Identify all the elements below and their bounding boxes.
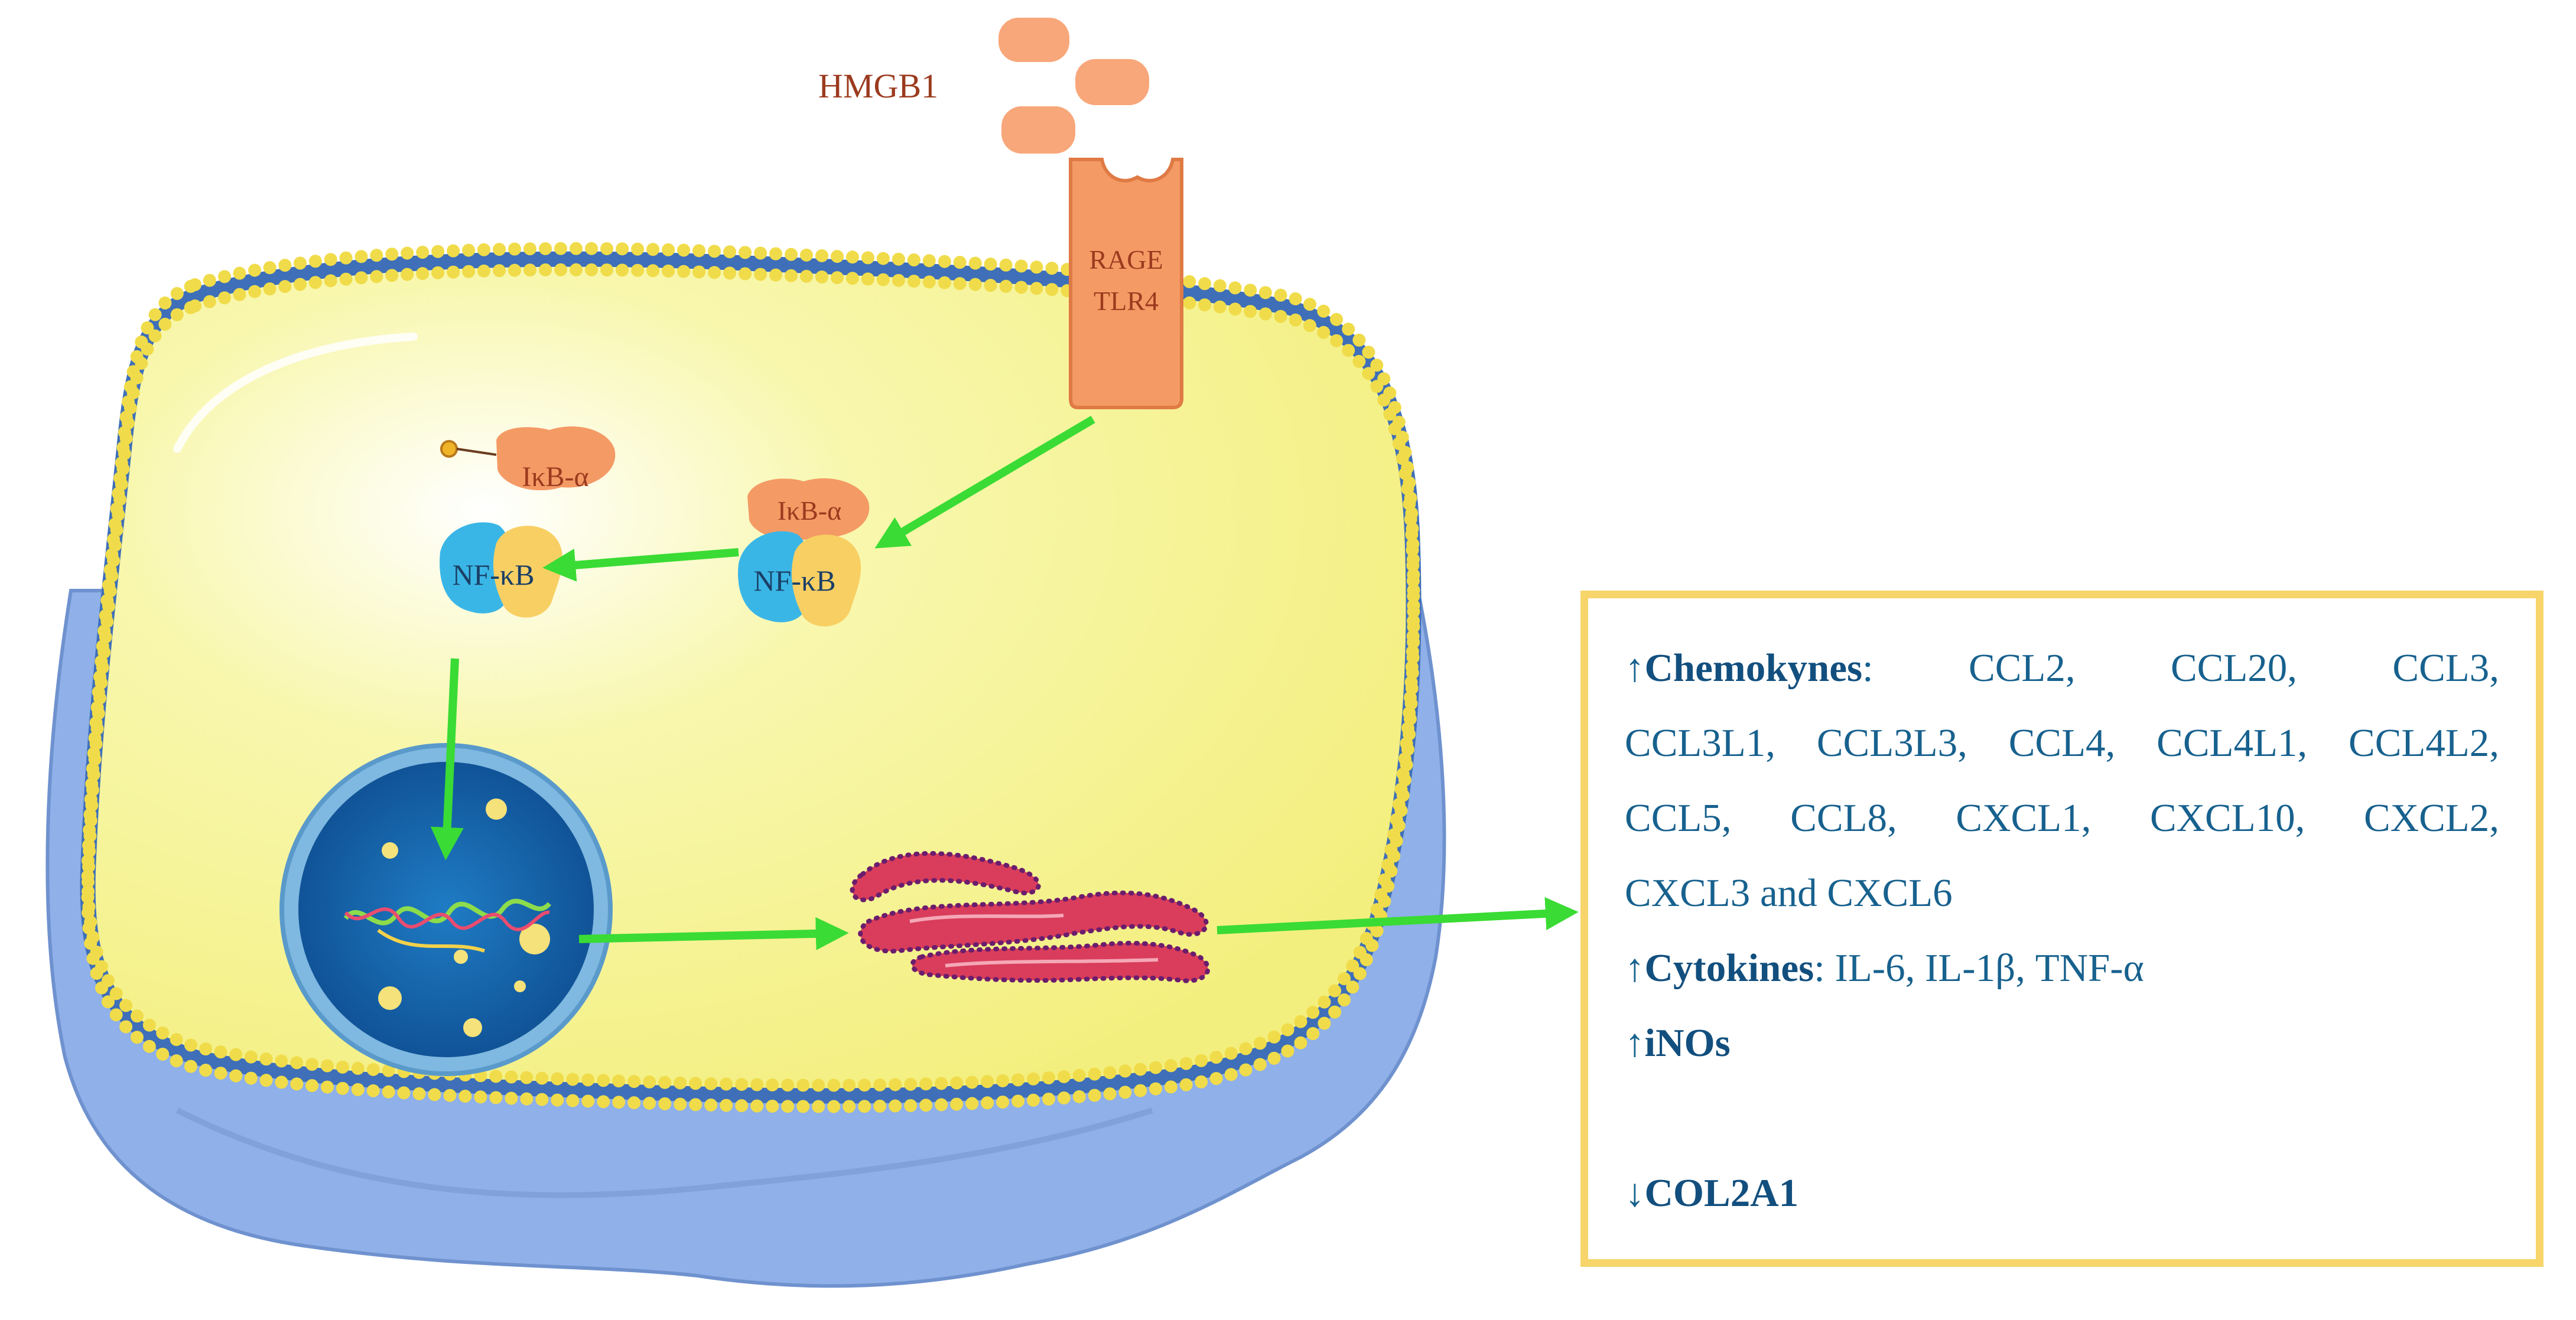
cell-base-fold xyxy=(175,1107,1153,1198)
chemokine-item: CXCL1, xyxy=(1956,796,2092,840)
chemokine-item: CCL2, xyxy=(1969,646,2076,690)
cytoplasm-highlight xyxy=(173,333,418,453)
membrane-beads-inner xyxy=(81,263,1420,1113)
cytokines-items: : IL-6, IL-1β, TNF-α xyxy=(1814,946,2144,990)
chemokine-item: CCL3L1, xyxy=(1625,721,1775,765)
chemokine-item: CCL4L1, xyxy=(2157,721,2308,765)
endoplasmic-reticulum xyxy=(850,851,1211,983)
hmgb1-blob xyxy=(1001,106,1075,154)
up-arrow-icon: ↑ xyxy=(1625,1021,1645,1065)
dna-strand-2 xyxy=(344,907,550,931)
up-arrow-icon: ↑ xyxy=(1625,946,1645,990)
cytokines-line: ↑Cytokines: IL-6, IL-1β, TNF-α xyxy=(1625,931,2499,1006)
arrow-nucleus-to-er xyxy=(578,917,849,950)
chemokine-item: CXCL2, xyxy=(2364,796,2499,840)
chemokine-item: CCL5, xyxy=(1625,796,1732,840)
signal-arrows xyxy=(430,415,1579,950)
ikb-free-shape xyxy=(496,426,616,491)
nfkb-free: NF-κB xyxy=(440,522,563,618)
gene-expression-box: ↑Chemokynes: CCL2, CCL20, CCL3, CCL3L1, … xyxy=(1580,591,2544,1267)
chemokine-item: CXCL10, xyxy=(2149,796,2305,840)
inos-line: ↑iNOs xyxy=(1625,1006,2499,1081)
rage-label: RAGE xyxy=(1089,245,1163,275)
arrow-nfkb-to-nucleus xyxy=(430,658,464,861)
hmgb1-blob xyxy=(1075,59,1149,105)
chemokines-line-3: CCL5, CCL8, CXCL1, CXCL10, CXCL2, xyxy=(1625,781,2499,856)
chemokine-item: CCL4L2, xyxy=(2349,721,2499,765)
down-arrow-icon: ↓ xyxy=(1625,1171,1645,1215)
phosphorylated-ikb: IκB-α xyxy=(440,426,616,493)
arrow-er-to-output xyxy=(1217,897,1579,934)
ikb-nfkb-complex: IκB-α NF-κB xyxy=(738,478,870,627)
spacer xyxy=(1625,1081,2499,1156)
nfkb-subunit-yellow xyxy=(792,534,861,627)
chemokine-item: CCL8, xyxy=(1790,796,1897,840)
col2a1-line: ↓COL2A1 xyxy=(1625,1156,2499,1231)
nfkb-subunit-blue xyxy=(738,531,808,622)
arrow-complex-to-nfkb xyxy=(542,548,739,582)
cytokines-heading: Cytokines xyxy=(1644,946,1814,990)
ikb-free-label: IκB-α xyxy=(522,461,588,493)
nucleolus-spots xyxy=(378,798,550,1037)
membrane-beads-outer xyxy=(81,242,1420,1092)
tlr4-label: TLR4 xyxy=(1094,286,1159,316)
hmgb1-blob xyxy=(998,18,1069,62)
chemokines-heading: Chemokynes xyxy=(1644,646,1863,690)
dna-strand xyxy=(343,898,552,925)
chemokines-line-2: CCL3L1, CCL3L3, CCL4, CCL4L1, CCL4L2, xyxy=(1625,706,2499,781)
nucleus xyxy=(279,743,613,1076)
phosphate-icon xyxy=(440,440,458,458)
hmgb1-molecules xyxy=(998,18,1149,154)
chemokine-item: CCL4, xyxy=(2008,721,2116,765)
ikb-bound-shape xyxy=(747,478,870,541)
chemokines-line-1: ↑Chemokynes: CCL2, CCL20, CCL3, xyxy=(1625,631,2499,706)
nfkb-subunit-blue xyxy=(440,522,509,614)
up-arrow-icon: ↑ xyxy=(1625,646,1645,690)
chemokines-line-4: CXCL3 and CXCL6 xyxy=(1625,871,1953,915)
arrow-receptor-to-complex xyxy=(874,415,1095,549)
rage-tlr4-receptor xyxy=(1069,158,1183,409)
chemokine-item: CCL3, xyxy=(2392,646,2499,690)
cytoplasm xyxy=(87,259,1414,1096)
col2a1-heading: COL2A1 xyxy=(1644,1171,1799,1215)
inos-heading: iNOs xyxy=(1644,1021,1731,1065)
dna-strand-3 xyxy=(377,928,485,953)
nfkb-free-label: NF-κB xyxy=(452,558,534,591)
nfkb-bound-label: NF-κB xyxy=(753,564,835,597)
ikb-bound-label: IκB-α xyxy=(778,496,842,526)
chemokine-item: CCL20, xyxy=(2170,646,2298,690)
hmgb1-label: HMGB1 xyxy=(818,67,938,105)
chemokine-item: CCL3L3, xyxy=(1816,721,1967,765)
